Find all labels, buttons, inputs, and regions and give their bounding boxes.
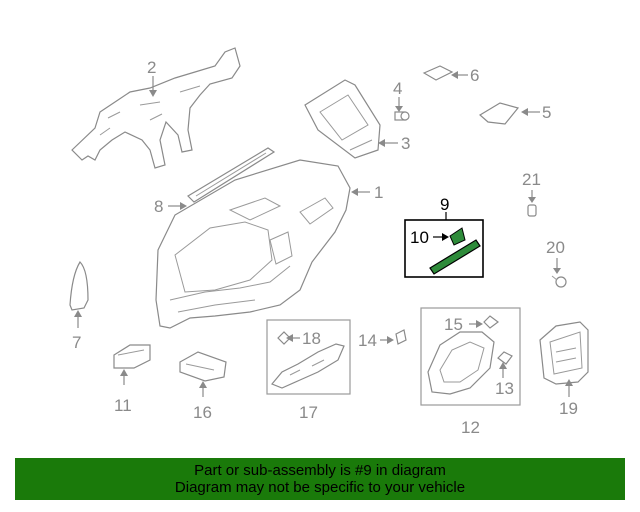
callout-16: 16 xyxy=(193,403,212,422)
part-2-crossbeam xyxy=(71,47,241,169)
part-5-pad xyxy=(478,102,520,125)
part-14-clip xyxy=(395,329,407,345)
callout-11: 11 xyxy=(114,396,132,415)
part-15-clip xyxy=(483,315,499,329)
callout-15: 15 xyxy=(444,315,463,334)
callout-19: 19 xyxy=(559,399,578,418)
callout-21: 21 xyxy=(522,170,541,189)
part-11-bracket xyxy=(113,344,151,369)
part-17-lower-panel xyxy=(271,343,345,389)
part-7-side-cover xyxy=(69,261,89,311)
footer-line-1: Part or sub-assembly is #9 in diagram xyxy=(194,462,446,479)
callout-2: 2 xyxy=(147,58,156,77)
footer-banner: Part or sub-assembly is #9 in diagram Di… xyxy=(15,458,625,500)
callout-17: 17 xyxy=(299,403,318,422)
part-3-center-bezel xyxy=(304,79,381,159)
footer-line-2: Diagram may not be specific to your vehi… xyxy=(174,479,466,496)
callout-7: 7 xyxy=(72,333,81,352)
part-20-screw xyxy=(551,275,567,288)
callout-8: 8 xyxy=(154,197,163,216)
callout-9: 9 xyxy=(440,195,449,214)
callout-4: 4 xyxy=(393,79,402,98)
part-12-cluster-hood xyxy=(427,331,495,395)
callout-18: 18 xyxy=(302,329,321,348)
callout-5: 5 xyxy=(542,103,551,122)
part-19-radio-bezel xyxy=(539,321,589,385)
part-16-bracket xyxy=(179,351,227,382)
part-8-defroster-grille xyxy=(187,147,276,203)
part-1-instrument-panel xyxy=(155,159,351,329)
callout-13: 13 xyxy=(495,379,514,398)
box-12 xyxy=(420,307,521,406)
part-10-trim-strip xyxy=(429,227,481,275)
box-17 xyxy=(266,319,351,395)
part-6-pad xyxy=(422,65,454,81)
part-21-clip xyxy=(527,204,537,217)
callout-20: 20 xyxy=(546,238,565,257)
callout-12: 12 xyxy=(461,418,480,437)
callout-14: 14 xyxy=(358,331,377,350)
part-4-bolt xyxy=(394,111,410,121)
box-9 xyxy=(404,219,484,278)
part-13-clip xyxy=(497,351,513,365)
callout-1: 1 xyxy=(374,183,383,202)
callout-10: 10 xyxy=(410,228,429,247)
callout-6: 6 xyxy=(470,66,479,85)
callout-3: 3 xyxy=(401,134,410,153)
